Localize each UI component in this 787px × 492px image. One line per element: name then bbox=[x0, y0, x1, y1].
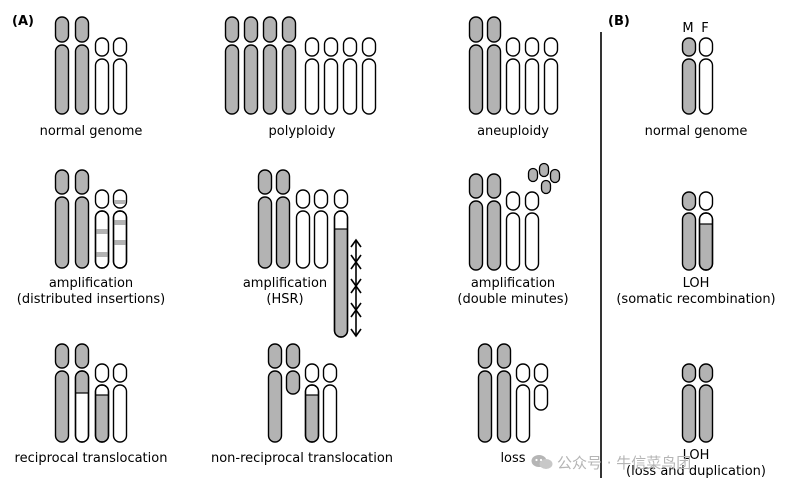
chromosome-m bbox=[486, 173, 502, 271]
chromosome-f bbox=[515, 363, 531, 443]
chromosome-m bbox=[468, 16, 484, 115]
chromosome-f-truncated bbox=[533, 363, 549, 411]
maternal-label: M bbox=[682, 21, 694, 36]
chromosome-f bbox=[505, 191, 521, 271]
label-loh-somatic-sub: (somatic recombination) bbox=[616, 292, 776, 307]
chromosome-f bbox=[543, 37, 559, 115]
chromosome-f-inserted bbox=[112, 189, 128, 269]
chromosome-m bbox=[74, 16, 90, 115]
chromosome-f-inserted bbox=[94, 189, 110, 269]
chromosome-f bbox=[342, 37, 358, 115]
chromosome-f bbox=[112, 363, 128, 443]
label-amp-dist-title: amplification bbox=[48, 276, 134, 291]
chromosome-m-broken bbox=[267, 343, 283, 443]
panel-a-label: (A) bbox=[12, 14, 34, 29]
paternal-label: F bbox=[701, 21, 709, 36]
label-loh-somatic-title: LOH bbox=[682, 276, 710, 291]
label-polyploidy: polyploidy bbox=[268, 124, 336, 139]
chromosome-m bbox=[496, 343, 512, 443]
chromosome-m-fragment bbox=[285, 343, 301, 395]
chromosome-m bbox=[243, 16, 259, 115]
chromosome-f bbox=[313, 189, 329, 269]
chromosome-m bbox=[257, 169, 273, 269]
chromosome-f-translocated bbox=[304, 363, 320, 443]
double-minutes bbox=[527, 162, 561, 195]
chromosome-f bbox=[524, 37, 540, 115]
chromosome-f bbox=[112, 37, 128, 115]
label-amp-dist-sub: (distributed insertions) bbox=[16, 292, 166, 307]
chromosome-m bbox=[224, 16, 240, 115]
chromosome-f bbox=[524, 191, 540, 271]
chromosome-maternal bbox=[681, 191, 697, 271]
label-amp-dm-sub: (double minutes) bbox=[457, 292, 569, 307]
label-loss: loss bbox=[500, 451, 526, 466]
label-loh-dup-title: LOH bbox=[682, 448, 710, 463]
label-non-reciprocal: non-reciprocal translocation bbox=[210, 451, 394, 466]
watermark: 公众号 · 牛信菜鸟团 bbox=[531, 452, 691, 473]
chromosome-m bbox=[262, 16, 278, 115]
chromosome-f bbox=[304, 37, 320, 115]
chromosome-f bbox=[94, 37, 110, 115]
chromosome-m bbox=[468, 173, 484, 271]
chromosome-m bbox=[54, 169, 70, 269]
label-amp-hsr-title: amplification bbox=[242, 276, 328, 291]
chromosome-paternal-recombined bbox=[698, 191, 714, 271]
chromosome-f bbox=[361, 37, 377, 115]
chromosome-f bbox=[322, 363, 338, 443]
chromosome-maternal bbox=[681, 363, 697, 443]
chromosome-m bbox=[281, 16, 297, 115]
chromosome-maternal bbox=[681, 37, 697, 115]
chromosome-m bbox=[54, 343, 70, 443]
chromosome-paternal bbox=[698, 37, 714, 115]
chromosome-f-translocated bbox=[94, 363, 110, 443]
chromosome-m bbox=[74, 169, 90, 269]
chromosome-f bbox=[295, 189, 311, 269]
label-amp-dm-title: amplification bbox=[470, 276, 556, 291]
label-amp-hsr-sub: (HSR) bbox=[266, 292, 304, 307]
chromosome-maternal-duplicated bbox=[698, 363, 714, 443]
chromosome-f bbox=[323, 37, 339, 115]
chromosome-hsr bbox=[333, 189, 349, 338]
label-loh-dup-sub: (loss and duplication) bbox=[626, 464, 766, 479]
panel-b-label: (B) bbox=[608, 14, 630, 29]
chromosome-f bbox=[505, 37, 521, 115]
label-reciprocal: reciprocal translocation bbox=[14, 451, 168, 466]
label-normal-genome-b: normal genome bbox=[644, 124, 748, 139]
watermark-text: 公众号 · 牛信菜鸟团 bbox=[557, 454, 692, 472]
chromosome-m bbox=[54, 16, 70, 115]
hsr-repeat-arrows bbox=[350, 238, 362, 338]
chromosome-m bbox=[486, 16, 502, 115]
chromosome-m-translocated bbox=[74, 343, 90, 443]
label-normal-genome: normal genome bbox=[39, 124, 143, 139]
chromosome-m bbox=[275, 169, 291, 269]
label-aneuploidy: aneuploidy bbox=[477, 124, 549, 139]
chromosome-m bbox=[477, 343, 493, 443]
wechat-icon bbox=[531, 454, 553, 470]
